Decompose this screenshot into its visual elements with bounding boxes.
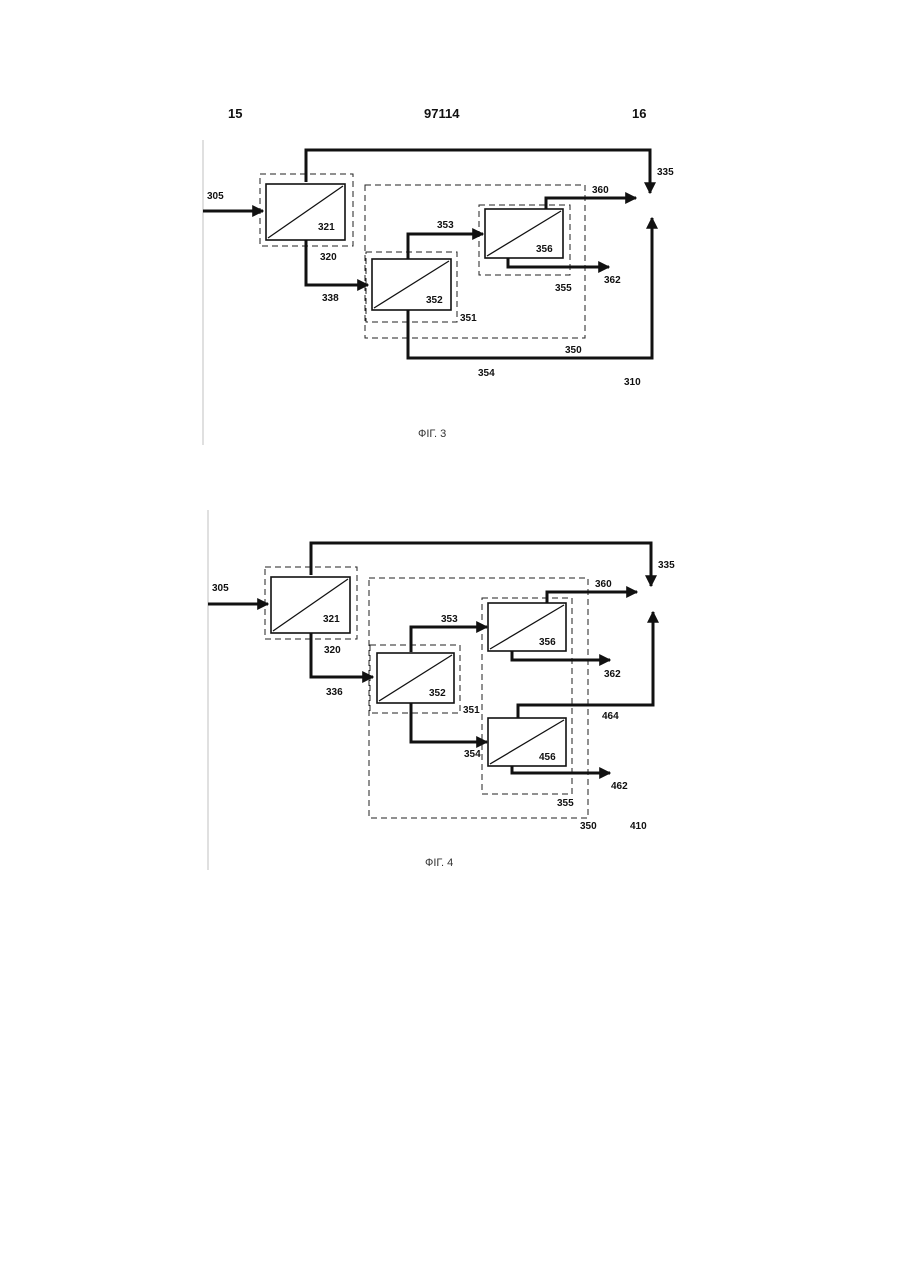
- label-353: 353: [441, 614, 458, 625]
- dashed-enclosure-350: [365, 185, 585, 338]
- membrane-unit-356: [485, 209, 563, 258]
- label-321: 321: [323, 614, 340, 625]
- membrane-unit-356: [488, 603, 566, 651]
- label-462: 462: [611, 781, 628, 792]
- dashed-enclosure-350: [369, 578, 588, 818]
- label-352: 352: [429, 688, 446, 699]
- line-360: [547, 592, 637, 603]
- label-305: 305: [212, 583, 229, 594]
- label-355: 355: [557, 798, 574, 809]
- patent-number: 97114: [424, 106, 459, 121]
- label-354: 354: [478, 368, 495, 379]
- label-320: 320: [320, 252, 337, 263]
- line-362: [512, 650, 610, 660]
- line-354: [408, 218, 652, 358]
- line-360: [546, 198, 636, 209]
- label-354: 354: [464, 749, 481, 760]
- dashed-enclosure-355: [482, 598, 572, 794]
- label-350: 350: [580, 821, 597, 832]
- label-338: 338: [322, 293, 339, 304]
- label-356: 356: [539, 637, 556, 648]
- label-356: 356: [536, 244, 553, 255]
- dashed-enclosure-355: [479, 205, 570, 275]
- label-353: 353: [437, 220, 454, 231]
- label-351: 351: [460, 313, 477, 324]
- label-320: 320: [324, 645, 341, 656]
- dashed-enclosure-320: [265, 567, 357, 639]
- label-362: 362: [604, 669, 621, 680]
- label-335: 335: [657, 167, 674, 178]
- label-456: 456: [539, 752, 556, 763]
- line-336: [311, 632, 373, 677]
- label-321: 321: [318, 222, 335, 233]
- label-360: 360: [595, 579, 612, 590]
- label-352: 352: [426, 295, 443, 306]
- label-362: 362: [604, 275, 621, 286]
- label-305: 305: [207, 191, 224, 202]
- dashed-enclosure-351: [370, 645, 460, 713]
- label-336: 336: [326, 687, 343, 698]
- figure-3-caption: ФІГ. 3: [418, 428, 446, 440]
- dashed-enclosure-320: [260, 174, 353, 246]
- line-462: [512, 765, 610, 773]
- membrane-unit-352: [377, 653, 454, 703]
- membrane-unit-352: [372, 259, 451, 310]
- membrane-unit-456: [488, 718, 566, 766]
- label-310: 310: [624, 377, 641, 388]
- label-360: 360: [592, 185, 609, 196]
- left-page-number: 15: [228, 106, 242, 121]
- label-464: 464: [602, 711, 619, 722]
- membrane-unit-321: [271, 577, 350, 633]
- dashed-enclosure-351: [366, 252, 457, 322]
- line-353: [411, 627, 487, 652]
- line-353: [408, 234, 483, 260]
- line-354: [411, 702, 487, 742]
- figure-4-caption: ФІГ. 4: [425, 857, 453, 869]
- line-464: [518, 612, 653, 718]
- label-410: 410: [630, 821, 647, 832]
- label-355: 355: [555, 283, 572, 294]
- bypass-line-335: [306, 150, 650, 193]
- right-page-number: 16: [632, 106, 646, 121]
- membrane-unit-321: [266, 184, 345, 240]
- label-350: 350: [565, 345, 582, 356]
- line-338: [306, 240, 368, 285]
- bypass-line-335: [311, 543, 651, 586]
- label-351: 351: [463, 705, 480, 716]
- label-335: 335: [658, 560, 675, 571]
- line-362: [508, 258, 609, 267]
